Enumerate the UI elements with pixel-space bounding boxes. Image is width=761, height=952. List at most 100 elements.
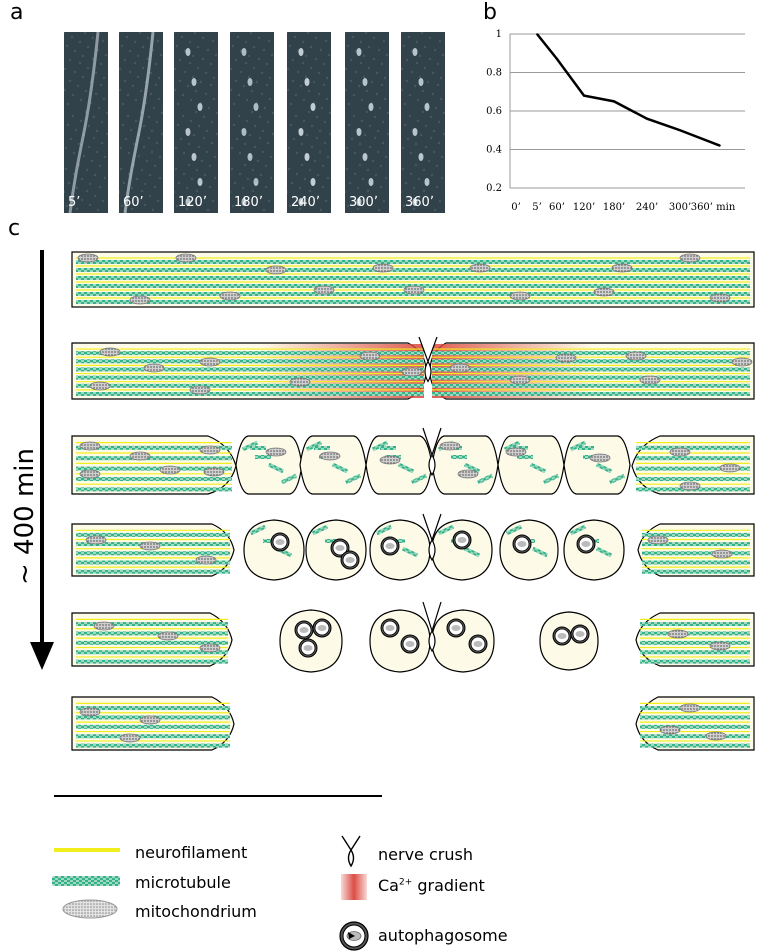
autophagosome-cargo	[517, 541, 527, 547]
data-point	[679, 129, 681, 132]
micrograph-panel: 300’	[345, 32, 389, 213]
microtubule	[76, 477, 232, 481]
microtubule	[640, 734, 750, 739]
microtubule	[76, 734, 230, 739]
microtubule-fragment	[255, 455, 271, 459]
micrograph-panel: 180’	[230, 32, 274, 213]
microtubule-fragment	[401, 546, 419, 558]
microtubule-fragment	[314, 446, 330, 450]
micrograph-image	[287, 32, 331, 212]
microtubule	[432, 391, 750, 396]
micrograph-time-label: 180’	[234, 195, 263, 210]
micrograph-panel: 60’	[119, 32, 163, 213]
data-point	[719, 144, 721, 147]
microtubule	[432, 359, 750, 364]
data-point	[536, 33, 538, 35]
microtubule	[642, 542, 750, 547]
mitochondrion	[79, 469, 101, 479]
microtubule-fragment	[437, 524, 455, 536]
panel-label-b: b	[483, 0, 497, 25]
panel-label-a: a	[10, 0, 24, 25]
gradient-text: gradient	[412, 876, 485, 895]
mitochondrion	[639, 375, 661, 385]
microtubule-fragment	[529, 462, 547, 474]
mitochondrion	[509, 375, 531, 385]
microtubule-fragment	[325, 539, 341, 543]
axon-fragment	[563, 519, 625, 581]
microtubule	[76, 367, 424, 372]
mitochondrion	[679, 253, 701, 263]
mitochondrion	[457, 469, 479, 479]
mitochondrion	[719, 463, 741, 473]
microtubule	[432, 375, 750, 380]
mitochondrion	[611, 263, 633, 273]
mitochondrion	[555, 353, 577, 363]
y-tick-label: 0.4	[486, 145, 502, 156]
x-tick-label: 180’	[603, 202, 625, 213]
autophagosome-cargo	[299, 627, 309, 633]
microtubule-fragment	[569, 524, 587, 536]
autophagosome-cargo	[317, 625, 327, 631]
mitochondrion	[85, 535, 107, 545]
microtubule-fragment	[531, 546, 549, 558]
microtubule	[640, 650, 750, 655]
timeline-arrow	[30, 250, 54, 670]
panel-label-c: c	[8, 216, 21, 241]
autophagosome-cargo	[457, 537, 467, 543]
mitochondrion	[99, 347, 121, 357]
mitochondrion	[679, 703, 701, 713]
data-point	[646, 117, 648, 120]
microtubule	[642, 551, 750, 556]
mitochondrion	[709, 641, 731, 651]
micrograph-time-label: 5’	[68, 195, 81, 210]
microtubule-fragment	[410, 473, 428, 485]
mitochondrion	[372, 263, 394, 273]
mitochondrion	[219, 291, 241, 301]
microtubule	[76, 445, 232, 450]
mitochondrion	[195, 555, 217, 565]
mitochondrion	[139, 715, 161, 725]
microtubule	[76, 569, 230, 574]
microtubule	[76, 724, 230, 729]
microtubule	[636, 456, 750, 461]
microtubule-fragment	[578, 446, 594, 450]
mitochondrion	[705, 731, 727, 741]
x-tick-label: 0’	[511, 202, 521, 213]
microtubule-fragment	[595, 546, 613, 558]
microtubule	[76, 456, 232, 461]
microtubule	[640, 631, 750, 636]
data-point	[613, 100, 615, 103]
mitochondrion	[199, 357, 221, 367]
micrograph-panel: 360’	[401, 32, 445, 213]
mitochondrion	[265, 265, 287, 275]
mitochondrion	[159, 465, 181, 475]
microtubule	[76, 268, 750, 272]
micrograph-image	[64, 32, 108, 213]
microtubule	[636, 445, 750, 450]
legend-neurofilament: neurofilament	[135, 843, 248, 862]
mitochondrion	[669, 447, 691, 457]
microtubule	[636, 466, 750, 471]
autophagosome-cargo	[581, 541, 591, 547]
mitochondrion	[89, 381, 111, 391]
nerve-crush-mark	[422, 513, 442, 562]
x-tick-label: 360’ min	[691, 202, 736, 213]
microtubule-fragment	[517, 455, 533, 459]
micrograph-image	[174, 32, 218, 212]
microtubule	[76, 383, 424, 388]
microtubule-fragment	[463, 462, 481, 474]
microtubule	[76, 532, 230, 537]
micrograph-panel: 240’	[287, 32, 331, 213]
nerve-crush-mark	[418, 336, 438, 383]
mitochondrion	[319, 451, 341, 461]
ca-text: Ca	[378, 876, 399, 895]
microtubule-fragment	[249, 524, 267, 536]
micrograph-time-label: 60’	[123, 195, 144, 210]
microtubule	[432, 367, 750, 372]
mitochondrion	[647, 535, 669, 545]
micrograph-time-label: 360’	[405, 195, 434, 210]
microtubule-fragment	[375, 524, 393, 536]
y-tick-label: 0.8	[486, 68, 502, 79]
ca-superscript: 2+	[398, 877, 413, 888]
microtubule	[640, 659, 750, 664]
